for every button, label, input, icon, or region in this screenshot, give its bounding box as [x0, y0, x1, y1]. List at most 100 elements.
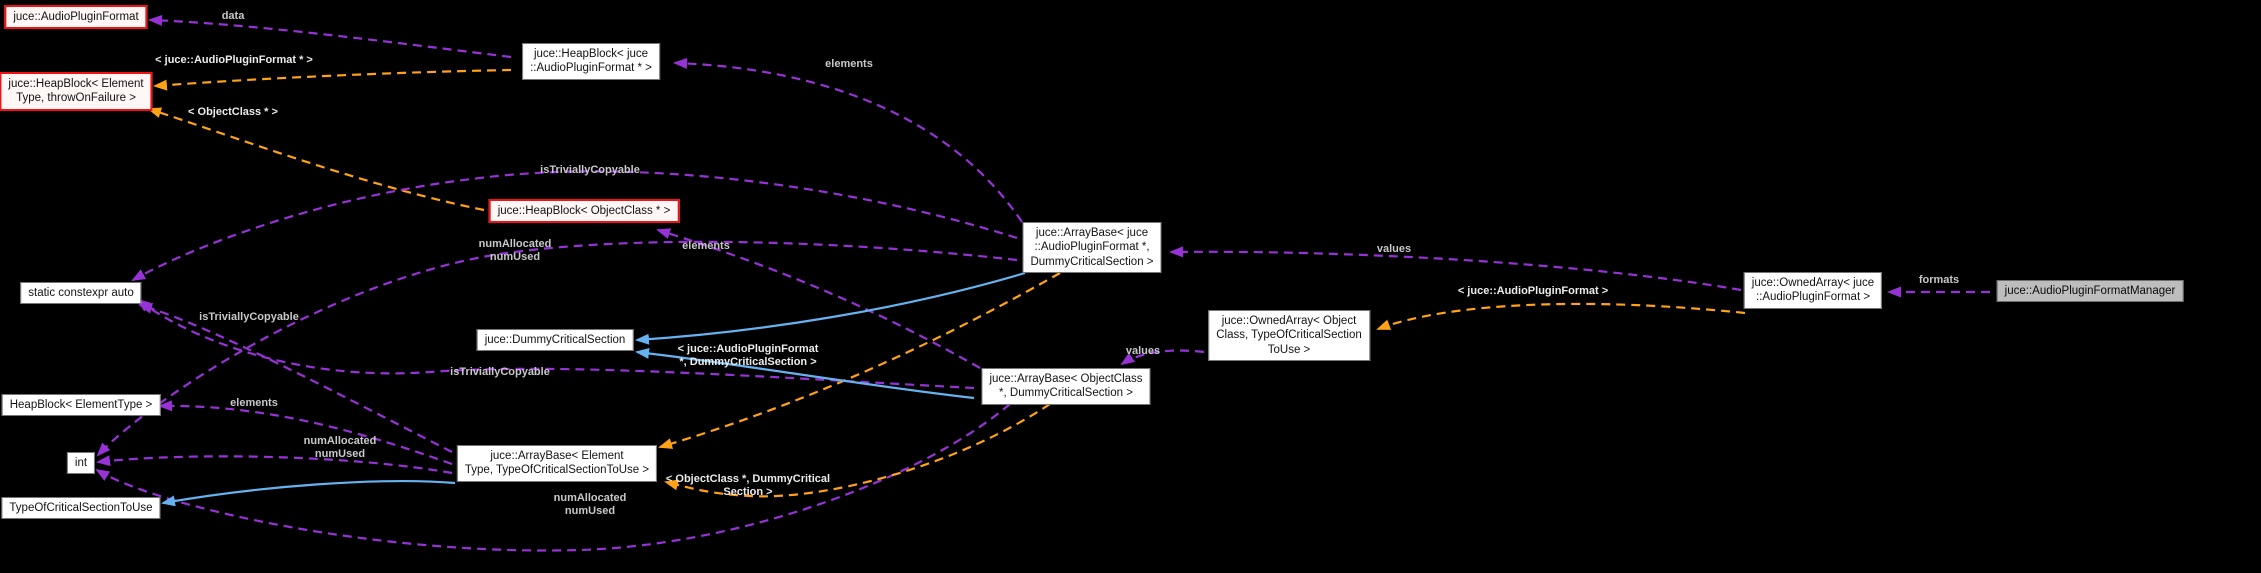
label-values-1: values [1377, 243, 1411, 256]
edge-arraybaseapf-to-dummycriticalsection [635, 271, 1026, 345]
node-label-line: Class, TypeOfCriticalSection [1216, 329, 1362, 342]
edge-label-line: values [1125, 345, 1161, 357]
edge-heapblockobj-to-heapblockelement [147, 107, 485, 212]
node-heapblock-juce-audiopluginformat-ptr[interactable]: juce::HeapBlock< juce::AudioPluginFormat… [522, 43, 660, 80]
node-label-line: juce::AudioPluginFormat [13, 11, 139, 23]
label-values-2: values [1126, 345, 1160, 358]
node-label-line: juce::DummyCriticalSection [484, 334, 626, 346]
edge-label-line: Section > [723, 485, 773, 498]
edge-label-line: < ObjectClass * > [188, 106, 278, 118]
label-tmpl-audiopluginformat: < juce::AudioPluginFormat > [1458, 285, 1608, 298]
edge-label-line: isTriviallyCopyable [540, 164, 640, 176]
node-label-line: ::AudioPluginFormat *, [1034, 241, 1150, 254]
node-label-line: juce::HeapBlock< Element [8, 78, 144, 90]
edge-arraybaseobj-to-staticconstexpr [136, 298, 975, 390]
node-static-constexpr-auto: static constexpr auto [20, 282, 142, 305]
node-label-line: ToUse > [1267, 343, 1311, 356]
label-istriviallycopyable-3: isTriviallyCopyable [450, 366, 550, 379]
edge-label-line: elements [230, 397, 278, 409]
edge-arraybaseobj-to-int [95, 403, 1011, 552]
node-label-line: ::AudioPluginFormat > [1755, 291, 1871, 304]
edge-label-line: isTriviallyCopyable [199, 311, 299, 323]
edge-arraybaseobj-to-heapblockobj [656, 228, 981, 369]
label-elements-3: elements [230, 397, 278, 410]
edge-label-line: numAllocated [478, 238, 552, 250]
node-label-line: Type, throwOnFailure > [16, 92, 136, 105]
node-label-line: ::AudioPluginFormat * > [530, 62, 652, 75]
node-label-line: juce::AudioPluginFormatManager [2004, 285, 2176, 297]
edge-label-line: numUsed [489, 250, 541, 263]
edge-arraybaseobj-to-dummycriticalsection [635, 347, 975, 400]
label-formats: formats [1919, 274, 1959, 287]
edge-arraybaseapf-to-int [96, 240, 1018, 457]
node-arraybase-audiopluginformat[interactable]: juce::ArrayBase< juce::AudioPluginFormat… [1022, 222, 1162, 274]
node-label-line: *, DummyCriticalSection > [999, 387, 1133, 400]
node-dummy-critical-section[interactable]: juce::DummyCriticalSection [476, 329, 634, 352]
label-tmpl-objectclass-ptr: < ObjectClass * > [188, 106, 278, 119]
edge-arraybaseelem-to-staticconstexpr [138, 303, 453, 453]
node-label-line: HeapBlock< ElementType > [9, 399, 153, 411]
label-istriviallycopyable-2: isTriviallyCopyable [199, 311, 299, 324]
edge-ownedarrayapf-to-ownedarrayobj [1376, 302, 1746, 331]
edge-arraybaseelem-to-heapblockelementtype [158, 400, 453, 466]
edge-label-line: < juce::AudioPluginFormat > [1457, 285, 1609, 297]
edge-label-line: numAllocated [303, 435, 377, 447]
edge-label-line: numUsed [564, 504, 616, 517]
edge-label-line: *, DummyCriticalSection > [679, 355, 817, 368]
label-data: data [222, 10, 245, 23]
node-label-line: DummyCriticalSection > [1030, 255, 1154, 268]
edge-label-line: elements [825, 58, 873, 70]
node-ownedarray-audiopluginformat[interactable]: juce::OwnedArray< juce::AudioPluginForma… [1743, 272, 1883, 309]
node-audio-plugin-format[interactable]: juce::AudioPluginFormat [4, 5, 148, 30]
node-label-line: juce::OwnedArray< Object [1221, 315, 1357, 327]
edge-label-line: formats [1918, 274, 1960, 286]
node-label-line: int [74, 457, 88, 469]
node-label-line: juce::HeapBlock< juce [533, 48, 649, 60]
node-label-line: juce::ArrayBase< juce [1035, 227, 1149, 239]
edge-arraybaseobj-to-arraybaseelem [664, 403, 1051, 498]
edge-label-line: < ObjectClass *, DummyCritical [665, 473, 831, 485]
label-tmpl-audiopluginformat-ptr: < juce::AudioPluginFormat * > [155, 54, 313, 67]
edge-heapblockapf-to-audiopluginformat [148, 14, 512, 59]
edge-label-line: elements [682, 240, 730, 252]
label-istriviallycopyable-1: isTriviallyCopyable [540, 164, 640, 177]
edge-ownedarrayobj-to-arraybaseobj [1120, 349, 1205, 366]
node-label-line: juce::OwnedArray< juce [1751, 277, 1875, 289]
edge-ownedarrayapf-to-arraybaseapf [1169, 246, 1742, 292]
node-heapblock-objectclass-ptr[interactable]: juce::HeapBlock< ObjectClass * > [488, 199, 680, 224]
edge-label-line: numUsed [314, 447, 366, 460]
edge-arraybaseapf-to-heapblockapf [673, 57, 1023, 223]
edge-label-line: isTriviallyCopyable [450, 366, 550, 378]
node-arraybase-objectclass[interactable]: juce::ArrayBase< ObjectClass*, DummyCrit… [981, 368, 1151, 405]
node-label-line: juce::HeapBlock< ObjectClass * > [497, 205, 671, 217]
label-elements-1: elements [825, 58, 873, 71]
edge-arraybaseelem-to-typeofcriticalsection [161, 480, 456, 507]
node-label-line: juce::ArrayBase< ObjectClass [989, 373, 1143, 385]
node-heapblock-elementtype: HeapBlock< ElementType > [1, 394, 161, 417]
label-elements-2: elements [682, 240, 730, 253]
node-int: int [66, 452, 96, 475]
label-tmpl-apf-dummycriticalsection: < juce::AudioPluginFormat*, DummyCritica… [678, 343, 819, 369]
edge-arraybaseapf-to-staticconstexpr [131, 170, 1018, 281]
edge-heapblockapf-to-heapblockelement [153, 68, 512, 91]
edge-label-line: < juce::AudioPluginFormat * > [155, 54, 313, 66]
node-audio-plugin-format-manager: juce::AudioPluginFormatManager [1996, 280, 2184, 303]
edge-label-line: < juce::AudioPluginFormat [677, 343, 819, 355]
node-label-line: juce::ArrayBase< Element [490, 450, 624, 462]
node-label-line: TypeOfCriticalSectionToUse [9, 502, 153, 514]
edge-label-line: values [1376, 243, 1412, 255]
edge-arraybaseelem-to-int [96, 455, 453, 475]
node-type-of-critical-section-to-use: TypeOfCriticalSectionToUse [1, 497, 161, 520]
edge-label-line: data [221, 10, 245, 22]
node-label-line: static constexpr auto [28, 287, 134, 299]
edge-arraybaseapf-to-arraybaseelem [658, 272, 1061, 449]
